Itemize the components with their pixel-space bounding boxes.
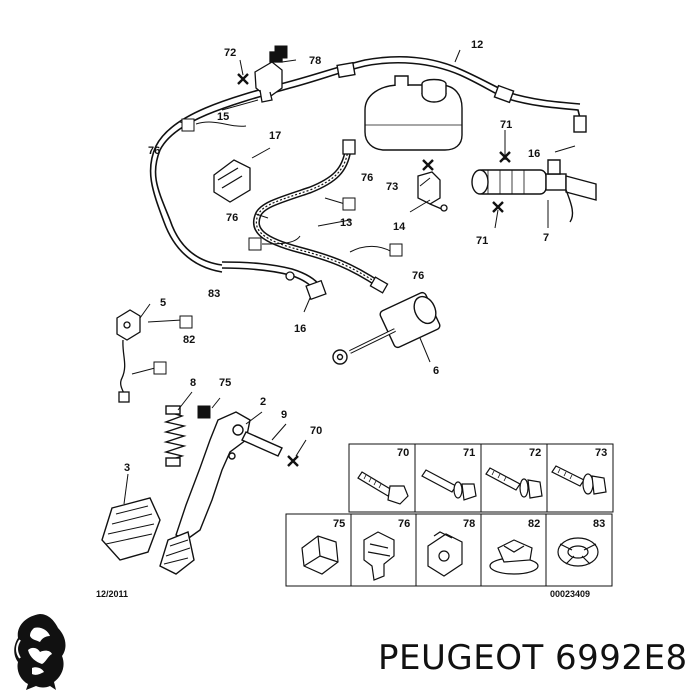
callout-78: 78 <box>309 55 321 67</box>
bolt-72-icon <box>485 467 543 499</box>
legend-70: 70 <box>397 447 409 459</box>
callout-76d: 76 <box>412 270 424 282</box>
bracket <box>417 171 448 212</box>
legend-72: 72 <box>529 447 541 459</box>
callout-3: 3 <box>124 462 130 474</box>
legend-parts <box>301 465 607 581</box>
callout-6: 6 <box>433 365 439 377</box>
callout-5: 5 <box>160 297 166 309</box>
pipe-clips <box>213 51 283 203</box>
brand-part-number: PEUGEOT 6992E8 <box>378 638 688 678</box>
callout-13: 13 <box>340 217 352 229</box>
callout-16a: 16 <box>528 148 540 160</box>
callout-83: 83 <box>208 288 220 300</box>
rigid-pipe <box>154 62 581 266</box>
callout-75: 75 <box>219 377 231 389</box>
hose-connector <box>285 271 327 301</box>
legend-71: 71 <box>463 447 475 459</box>
return-spring <box>163 411 187 461</box>
legend-82: 82 <box>528 518 540 530</box>
legend-83: 83 <box>593 518 605 530</box>
callout-7: 7 <box>543 232 549 244</box>
ring-clip-83-icon <box>557 537 599 567</box>
pipe-end-fitting <box>573 115 587 133</box>
leader-lines <box>123 49 576 505</box>
cable-tie-82-icon <box>489 539 539 575</box>
pedal-assembly <box>101 405 283 575</box>
callout-12: 12 <box>471 39 483 51</box>
callout-82: 82 <box>183 334 195 346</box>
callout-72: 72 <box>224 47 236 59</box>
callout-14: 14 <box>393 221 406 233</box>
callout-2: 2 <box>260 396 266 408</box>
callout-labels: 72 78 12 15 76 17 71 16 73 76 76 13 14 7… <box>124 39 549 474</box>
slave-cylinder <box>471 159 597 223</box>
callout-17: 17 <box>269 130 281 142</box>
callout-76b: 76 <box>361 172 373 184</box>
clip-78-icon <box>427 531 463 577</box>
bolt-71-icon <box>421 469 477 501</box>
clutch-pipe-assembly <box>149 56 587 291</box>
legend-78: 78 <box>463 518 475 530</box>
bolt-70-icon <box>357 471 409 505</box>
legend-headers: 70 71 72 73 75 76 78 82 83 <box>333 447 607 530</box>
bolt-73-icon <box>551 465 607 495</box>
callout-8: 8 <box>190 377 196 389</box>
fluid-reservoir <box>364 75 463 151</box>
flexible-hose <box>253 139 389 294</box>
legend-75: 75 <box>333 518 345 530</box>
callout-76a: 76 <box>148 145 160 157</box>
peugeot-lion-logo <box>14 614 66 690</box>
callout-71a: 71 <box>500 119 512 131</box>
callout-73: 73 <box>386 181 398 193</box>
markers <box>153 45 511 467</box>
diagram-reference: 00023409 <box>550 589 590 599</box>
master-cylinder <box>332 291 441 365</box>
callout-16b: 16 <box>294 323 306 335</box>
legend-73: 73 <box>595 447 607 459</box>
legend-76: 76 <box>398 518 410 530</box>
callout-15: 15 <box>217 111 229 123</box>
diagram-date: 12/2011 <box>96 589 128 599</box>
callout-70: 70 <box>310 425 322 437</box>
clip-76-icon <box>363 531 395 581</box>
callout-9: 9 <box>281 409 287 421</box>
callout-71b: 71 <box>476 235 488 247</box>
clutch-switch <box>116 309 141 403</box>
cap-75-icon <box>301 535 339 575</box>
callout-76c: 76 <box>226 212 238 224</box>
